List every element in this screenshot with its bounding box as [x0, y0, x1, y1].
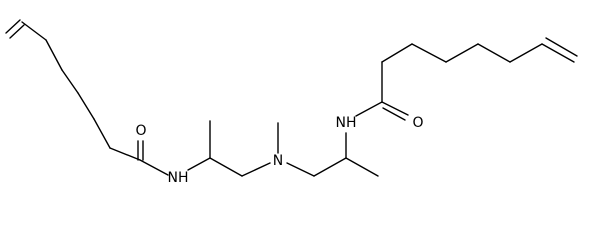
bond-r-c4-c3 [477, 43, 511, 63]
bond-lines [5, 19, 578, 177]
bond-ch2-ch-right [313, 157, 347, 177]
bond-c8-nh-left [139, 159, 169, 176]
bond-carbonyl-right-b [382, 107, 406, 121]
bond-c1-c2-double-b [9, 24, 25, 39]
bond-ch2-n-left [241, 162, 271, 177]
bond-c4-c5 [61, 69, 79, 94]
atom-label-n-center: N [273, 153, 283, 169]
bond-nh-left-ch [187, 157, 211, 171]
bond-r-c5-c4 [445, 43, 479, 63]
bond-c6-c7 [93, 118, 111, 149]
bond-c5-c6 [77, 92, 95, 120]
atom-labels: O NH N NH O [135, 115, 423, 186]
bond-r-c2-c1-double-b [545, 37, 578, 57]
atom-label-nh-right: NH [336, 115, 357, 131]
structure-diagram: O NH N NH O [5, 19, 578, 186]
bond-n-ch2-right [286, 162, 315, 177]
bond-nh-right-carbonyl [355, 101, 383, 117]
bond-r-c7-c6 [381, 43, 413, 63]
bond-c1-c2-double-a [5, 19, 21, 34]
bond-carbonyl-right-a [381, 101, 409, 116]
bond-c3-c4 [45, 39, 63, 71]
bond-r-c6-c5 [411, 43, 447, 63]
bond-c7-c8 [109, 147, 141, 161]
skeletal-formula: O NH N NH O [5, 19, 578, 186]
bond-r-c3-c2 [509, 43, 543, 63]
bond-ch-ch2-left [209, 157, 243, 177]
bond-ch-methyl-right [345, 157, 379, 177]
bond-r-c2-c1-double-a [541, 43, 575, 63]
bond-c2-c3 [21, 21, 47, 41]
atom-label-o-right: O [412, 115, 423, 131]
atom-label-o-left: O [135, 123, 146, 139]
atom-label-nh-left: NH [168, 170, 189, 186]
